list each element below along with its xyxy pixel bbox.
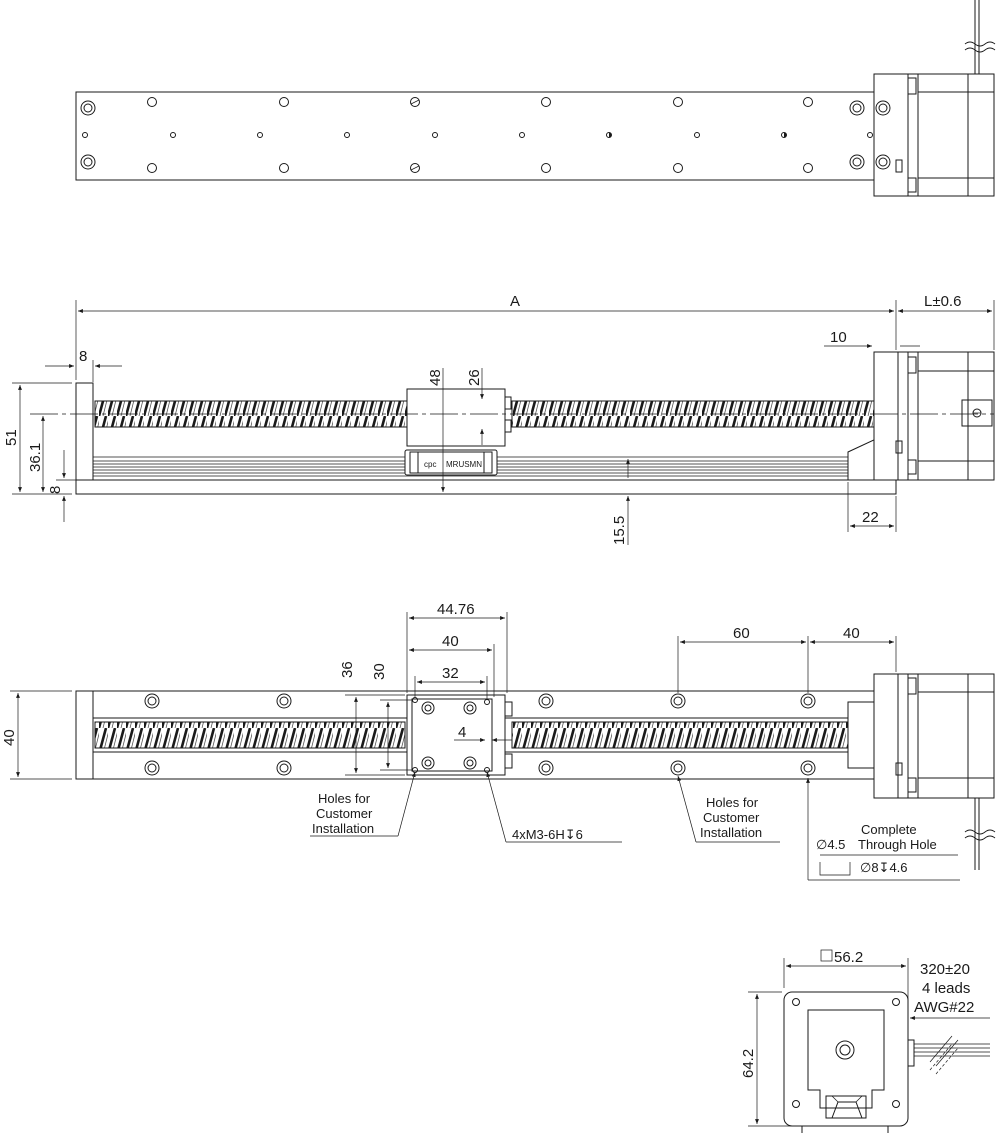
dim-51-label: 51 <box>3 429 20 446</box>
dim-36-1-label: 36.1 <box>27 443 44 472</box>
svg-text:Complete: Complete <box>861 822 917 837</box>
dim-a-label: A <box>510 293 520 310</box>
svg-text:Installation: Installation <box>700 825 762 840</box>
plan-carriage <box>406 694 506 776</box>
motor-side <box>847 351 995 481</box>
top-view <box>75 0 996 197</box>
dim-8-top-label: 8 <box>79 348 87 365</box>
dim-56-2-label: 56.2 <box>834 949 863 966</box>
dim-36-label: 36 <box>339 661 356 678</box>
leads-label: 4 leads <box>922 980 970 997</box>
svg-text:Customer: Customer <box>316 806 373 821</box>
end-block-left <box>75 382 94 481</box>
side-base <box>75 479 897 495</box>
dim-26-label: 26 <box>466 369 483 386</box>
awg-label: AWG#22 <box>914 999 974 1016</box>
dim-15-5-label: 15.5 <box>611 516 628 545</box>
thread-note: 4xM3-6H↧6 <box>512 827 583 842</box>
dim-32-label: 32 <box>442 665 459 682</box>
counterbore-holes <box>80 100 891 170</box>
holes-note-right: Holes for Customer Installation <box>700 795 762 840</box>
dim-40-block-label: 40 <box>442 633 459 650</box>
dim-10-label: 10 <box>830 329 847 346</box>
diameter-4-5-note: ∅4.5 <box>816 837 845 852</box>
rail-carriage <box>404 449 498 476</box>
svg-text:Customer: Customer <box>703 810 760 825</box>
svg-text:Installation: Installation <box>312 821 374 836</box>
plan-screw-right <box>511 721 879 749</box>
dim-30-label: 30 <box>371 663 388 680</box>
dim-40-pitch-label: 40 <box>843 625 860 642</box>
motor-plan <box>847 673 996 870</box>
diameter-8-note: ∅8↧4.6 <box>860 860 908 875</box>
svg-text:Through Hole: Through Hole <box>858 837 937 852</box>
motor-end-view: 56.2 64.2 320±20 4 leads AWG#22 <box>740 949 990 1133</box>
dim-60-label: 60 <box>733 625 750 642</box>
svg-text:Holes for: Holes for <box>706 795 759 810</box>
plan-view: 44.76 40 32 60 40 36 30 40 <box>1 601 996 881</box>
svg-text:Holes for: Holes for <box>318 791 371 806</box>
dim-64-2-label: 64.2 <box>740 1049 757 1078</box>
cable-length-label: 320±20 <box>920 961 970 978</box>
dim-4-label: 4 <box>458 724 466 741</box>
carriage-model-label: MRUSMN <box>446 460 482 469</box>
holes-note-left: Holes for Customer Installation <box>312 791 374 836</box>
dim-l-label: L±0.6 <box>924 293 961 310</box>
dim-48-label: 48 <box>427 369 444 386</box>
motor-top <box>873 0 996 197</box>
side-view: cpc MRUSMN A L±0.6 <box>3 293 995 545</box>
dim-22-label: 22 <box>862 509 879 526</box>
dim-8-side-label: 8 <box>47 486 64 494</box>
dim-40-height-label: 40 <box>1 729 18 746</box>
dim-44-76-label: 44.76 <box>437 601 475 618</box>
mounting-holes <box>147 97 813 173</box>
plan-screw-left <box>94 721 406 749</box>
plan-mounting-holes <box>144 693 816 776</box>
through-hole-note: Complete Through Hole <box>858 822 937 852</box>
base-plate <box>75 91 875 181</box>
carriage-block <box>406 388 506 447</box>
small-holes <box>82 132 873 138</box>
carriage-brand-label: cpc <box>424 460 436 469</box>
